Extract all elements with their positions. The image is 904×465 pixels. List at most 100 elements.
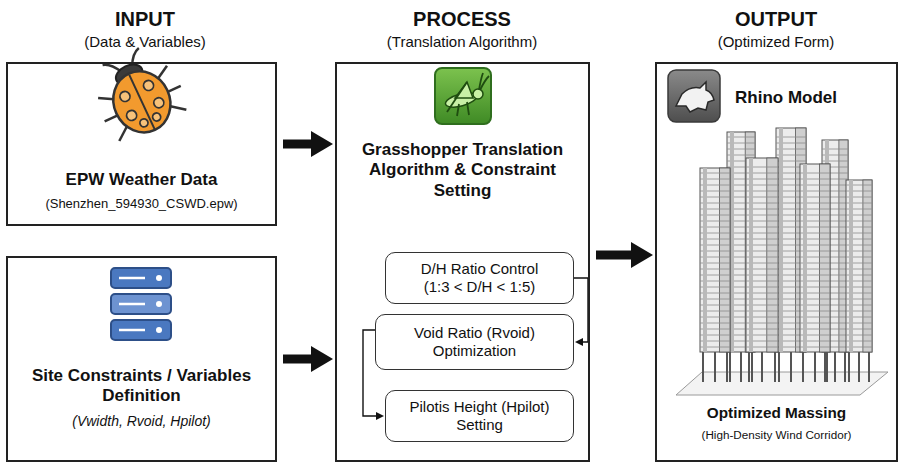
step-label: Pilotis Height (Hpilot) Setting (395, 398, 565, 434)
server-icon-part-part (119, 303, 145, 306)
box-subtitle: (High-Density Wind Corridor) (657, 428, 896, 442)
ladybug-icon-part-part (151, 112, 162, 123)
step-parameter: (1:3 < D/H < 1:5) (424, 278, 536, 296)
server-icon-part (156, 275, 162, 333)
grasshopper-icon (435, 68, 491, 124)
ladybug-icon-part-part (152, 96, 165, 109)
step-label: Void Ratio (Rvoid) Optimization (400, 324, 550, 360)
building-massing (676, 128, 888, 395)
building-massing-part-part (729, 352, 731, 382)
building-massing-part-part (834, 352, 836, 382)
building-massing-part-part (730, 132, 734, 352)
ladybug-icon-part-part (98, 92, 114, 105)
building-massing-part-part (746, 158, 778, 352)
building-massing-part-part (868, 352, 870, 382)
building-massing-part (746, 158, 778, 382)
building-massing-part (800, 164, 830, 382)
building-massing-part-part (849, 180, 853, 352)
server-icon-part (119, 278, 145, 330)
step-arrow (574, 278, 588, 342)
building-massing-part-part (826, 352, 828, 382)
server-icon-part-part (156, 327, 162, 333)
process-box: D/H Ratio Control(1:3 < D/H < 1:5) Void R… (335, 62, 590, 462)
box-title: Grasshopper Translation Algorithm & Cons… (355, 140, 570, 201)
step-label: D/H Ratio Control (421, 260, 539, 278)
server-icon-part-part (156, 275, 162, 281)
building-massing-part-part (846, 180, 872, 352)
server-icon-part (111, 320, 171, 340)
building-massing-part-part (848, 352, 850, 382)
grasshopper-icon-part (435, 68, 491, 124)
ladybug-icon-part (117, 78, 171, 132)
server-icon-part-part (119, 329, 145, 332)
input-box: EPW Weather Data (Shenzhen_594930_CSWD.ep… (6, 62, 277, 226)
building-massing-part-part (814, 352, 816, 382)
step-box: D/H Ratio Control(1:3 < D/H < 1:5) (385, 252, 574, 304)
rhino-icon (668, 70, 720, 122)
building-massing-part (727, 132, 755, 382)
ladybug-icon-part (103, 62, 180, 142)
building-massing-part-part (778, 352, 780, 382)
server-icon (111, 268, 171, 340)
flow-arrow (596, 251, 631, 260)
building-massing-part-part (703, 168, 707, 352)
box-title: Optimized Massing (657, 404, 896, 422)
output-box: Rhino ModelOptimized Massing (High-Densit… (655, 62, 898, 462)
column-subheading: (Optimized Form) (718, 33, 835, 50)
column-subheading: (Data & Variables) (84, 33, 205, 50)
building-massing-part-part (748, 352, 750, 382)
building-massing-part (676, 372, 888, 395)
building-massing-part-part (751, 352, 753, 382)
ladybug-icon-part-part (139, 118, 150, 129)
flow-arrow (283, 355, 311, 364)
grasshopper-icon-part-part (479, 73, 483, 90)
grasshopper-icon-part-part (447, 82, 467, 112)
server-icon-part (111, 268, 171, 288)
step-box: Void Ratio (Rvoid) Optimization (375, 314, 574, 370)
box-title: EPW Weather Data (16, 170, 267, 190)
building-massing-part-part (761, 352, 763, 382)
input-box: Site Constraints / Variables Definition (… (6, 256, 277, 462)
box-title: Site Constraints / Variables Definition (27, 366, 257, 407)
rhino-icon-part (668, 70, 720, 122)
rhino-icon-part (676, 82, 714, 112)
building-massing-part-part (700, 168, 730, 352)
step-box: Pilotis Height (Hpilot) Setting (385, 390, 574, 442)
building-massing-part-part (803, 164, 807, 352)
building-massing-part-part (779, 128, 783, 352)
building-massing-part-part (800, 164, 830, 352)
column-heading: OUTPUT (735, 8, 817, 31)
building-massing-part-part (844, 352, 846, 382)
building-massing-part-part (702, 352, 704, 382)
building-massing-part-part (714, 352, 716, 382)
building-massing-part-part (802, 352, 804, 382)
ladybug-icon-part (83, 39, 191, 143)
column-subheading: (Translation Algorithm) (387, 33, 537, 50)
ladybug-icon-part-part (170, 101, 186, 116)
grasshopper-icon-part-part (467, 102, 469, 115)
grasshopper-icon-part-part (473, 89, 483, 99)
column-heading: PROCESS (413, 8, 511, 31)
building-massing-part-part (726, 352, 728, 382)
ladybug-icon-part-part (105, 115, 119, 121)
building-massing-part (700, 168, 730, 382)
ladybug-icon-part-part (118, 90, 131, 103)
flow-arrow (283, 140, 311, 149)
ladybug-icon-part-part (142, 79, 155, 92)
grasshopper-icon-part (447, 73, 489, 116)
server-icon-part-part (156, 301, 162, 307)
grasshopper-icon-part-part (457, 104, 459, 116)
ladybug-icon (83, 39, 193, 148)
ladybug-icon-part-part (125, 109, 138, 122)
ladybug-icon-part (129, 75, 155, 130)
building-massing-part-part (774, 352, 776, 382)
variable-list: (Vwidth, Rvoid, Hpilot) (16, 413, 267, 430)
column-heading: INPUT (115, 8, 175, 31)
server-icon-part-part (119, 277, 145, 280)
box-title: Rhino Model (735, 88, 837, 108)
building-massing-part-part (749, 158, 753, 352)
server-icon-part (111, 294, 171, 314)
file-name: (Shenzhen_594930_CSWD.epw) (16, 196, 267, 212)
building-massing-part-part (858, 352, 860, 382)
